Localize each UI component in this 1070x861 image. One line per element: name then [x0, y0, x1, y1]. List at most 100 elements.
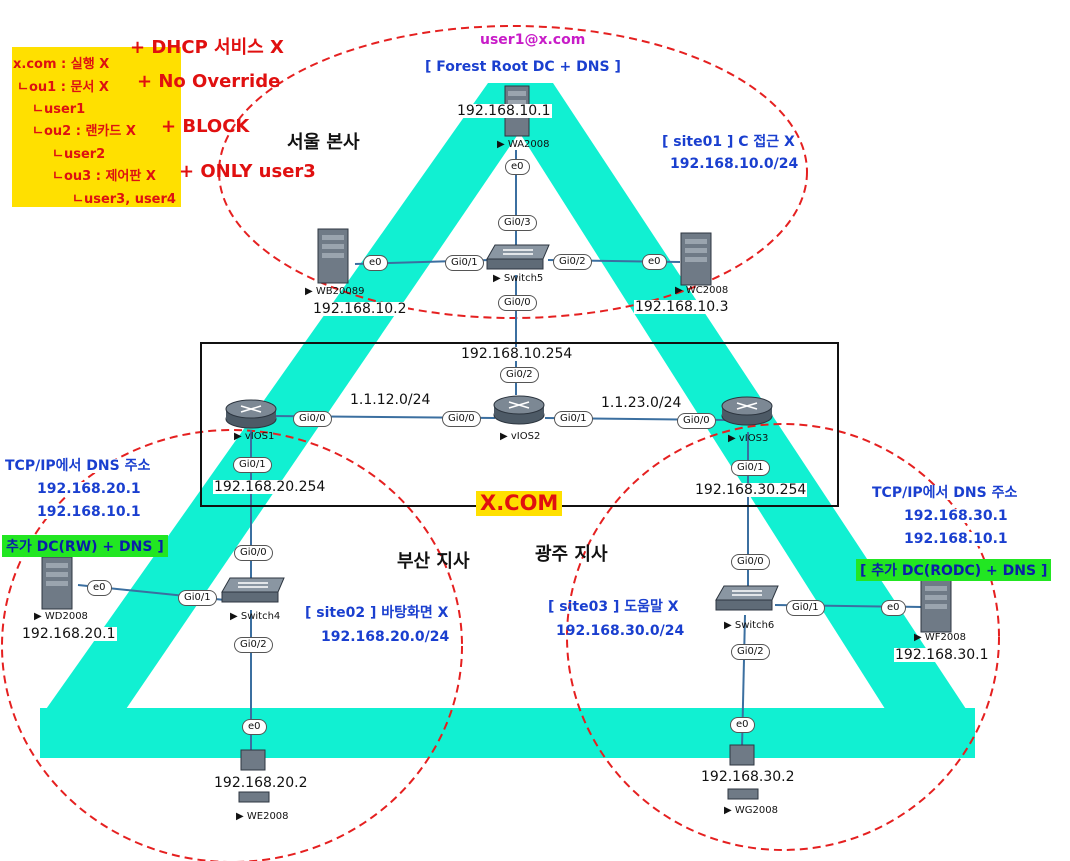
busan-site-policy: [ site02 ] 바탕화면 X	[305, 605, 449, 621]
busan-dns-title: TCP/IP에서 DNS 주소	[5, 458, 151, 474]
pc-icon[interactable]	[238, 749, 270, 803]
device-name-vios2: ▶ vIOS2	[500, 431, 541, 442]
port-label: Gi0/0	[677, 413, 716, 429]
ip-wd2008: 192.168.20.1	[21, 626, 117, 642]
device-name-switch4: ▶ Switch4	[230, 611, 281, 622]
port-label: e0	[242, 719, 267, 735]
link-net-12: 1.1.12.0/24	[350, 392, 431, 408]
device-name-vios1: ▶ vIOS1	[234, 431, 275, 442]
policy-line: x.com : 실행 X	[13, 53, 110, 72]
port-label: Gi0/0	[731, 554, 770, 570]
policy-note: + ONLY user3	[179, 161, 316, 182]
port-label: Gi0/1	[731, 460, 770, 476]
port-label: Gi0/1	[786, 600, 825, 616]
gwangju-site-ellipse	[566, 423, 1000, 851]
device-name-wg2008: ▶ WG2008	[724, 805, 778, 816]
port-label: e0	[87, 580, 112, 596]
site-triangle	[40, 83, 975, 758]
triangle-right-arm	[488, 83, 968, 712]
router-icon[interactable]	[721, 396, 773, 426]
port-label: e0	[505, 159, 530, 175]
gwangju-role-badge: [ 추가 DC(RODC) + DNS ]	[856, 559, 1052, 581]
policy-line: ㄴuser3, user4	[72, 188, 176, 207]
device-name-we2008: ▶ WE2008	[236, 811, 289, 822]
busan-dns1: 192.168.20.1	[37, 481, 141, 497]
port-label: Gi0/1	[178, 590, 217, 606]
ip-wb2008: 192.168.10.2	[312, 301, 408, 317]
policy-note: + DHCP 서비스 X	[130, 37, 284, 58]
switch-icon[interactable]	[221, 577, 285, 603]
device-name-wf2008: ▶ WF2008	[914, 632, 966, 643]
device-name-wd2008: ▶ WD2008	[34, 611, 88, 622]
seoul-user: user1@x.com	[478, 32, 588, 48]
port-label: Gi0/1	[554, 411, 593, 427]
policy-note: + No Override	[137, 71, 281, 92]
policy-line: ㄴou3 : 제어판 X	[52, 165, 156, 184]
router-icon[interactable]	[225, 399, 277, 429]
busan-subnet: 192.168.20.0/24	[321, 629, 450, 645]
port-label: Gi0/2	[500, 367, 539, 383]
seoul-title: 서울 본사	[287, 132, 360, 153]
server-icon[interactable]	[920, 579, 952, 633]
gwangju-title: 광주 지사	[535, 544, 608, 565]
port-label: Gi0/2	[553, 254, 592, 270]
port-label: Gi0/2	[731, 644, 770, 660]
ip-we2008: 192.168.20.2	[213, 775, 309, 791]
port-label: Gi0/1	[233, 457, 272, 473]
router-icon[interactable]	[493, 395, 545, 425]
port-label: Gi0/0	[234, 545, 273, 561]
busan-role-badge: 추가 DC(RW) + DNS ]	[2, 535, 168, 557]
port-label: e0	[881, 600, 906, 616]
policy-note: + BLOCK	[161, 116, 250, 137]
pc-icon[interactable]	[727, 744, 759, 800]
policy-line: ㄴou2 : 랜카드 X	[32, 120, 136, 139]
server-icon[interactable]	[41, 556, 73, 610]
device-name-wa2008: ▶ WA2008	[497, 139, 550, 150]
domain-label: X.COM	[476, 491, 563, 516]
ip-wg2008: 192.168.30.2	[700, 769, 796, 785]
busan-site-ellipse	[1, 429, 463, 861]
gwangju-dns1: 192.168.30.1	[904, 508, 1008, 524]
server-icon[interactable]	[680, 232, 712, 286]
device-name-switch5: ▶ Switch5	[493, 273, 544, 284]
device-name-vios3: ▶ vIOS3	[728, 433, 769, 444]
seoul-site-policy: [ site01 ] C 접근 X	[662, 134, 795, 150]
port-label: Gi0/3	[498, 215, 537, 231]
port-label: Gi0/0	[498, 295, 537, 311]
ip-vios2: 192.168.10.254	[460, 346, 574, 362]
gwangju-subnet: 192.168.30.0/24	[556, 623, 685, 639]
gwangju-dns-title: TCP/IP에서 DNS 주소	[872, 485, 1018, 501]
ip-vios1: 192.168.20.254	[213, 479, 327, 495]
busan-title: 부산 지사	[397, 551, 470, 572]
seoul-site-ellipse	[218, 25, 808, 319]
device-name-wc2008: ▶ WC2008	[675, 285, 729, 296]
port-label: e0	[363, 255, 388, 271]
policy-line: ㄴuser2	[52, 143, 106, 162]
seoul-subnet: 192.168.10.0/24	[670, 156, 799, 172]
ip-wc2008: 192.168.10.3	[634, 299, 730, 315]
device-name-switch6: ▶ Switch6	[724, 620, 775, 631]
port-label: e0	[642, 254, 667, 270]
port-label: Gi0/0	[293, 411, 332, 427]
busan-dns2: 192.168.10.1	[37, 504, 141, 520]
device-name-wb2008: ▶ WB20089	[305, 286, 365, 297]
triangle-left-arm	[44, 83, 553, 712]
ip-vios3: 192.168.30.254	[694, 482, 808, 498]
switch-icon[interactable]	[715, 585, 779, 611]
seoul-role: [ Forest Root DC + DNS ]	[421, 60, 625, 74]
link-net-23: 1.1.23.0/24	[601, 395, 682, 411]
server-icon[interactable]	[317, 228, 349, 284]
ip-wa2008: 192.168.10.1	[456, 103, 552, 119]
gwangju-dns2: 192.168.10.1	[904, 531, 1008, 547]
port-label: Gi0/2	[234, 637, 273, 653]
port-label: e0	[730, 717, 755, 733]
port-label: Gi0/0	[442, 411, 481, 427]
ip-wf2008: 192.168.30.1	[894, 647, 990, 663]
policy-line: ㄴuser1	[32, 98, 86, 117]
policy-line: ㄴou1 : 문서 X	[17, 76, 109, 95]
switch-icon[interactable]	[486, 244, 550, 270]
gwangju-site-policy: [ site03 ] 도움말 X	[548, 599, 679, 615]
triangle-base	[40, 708, 975, 758]
port-label: Gi0/1	[445, 255, 484, 271]
